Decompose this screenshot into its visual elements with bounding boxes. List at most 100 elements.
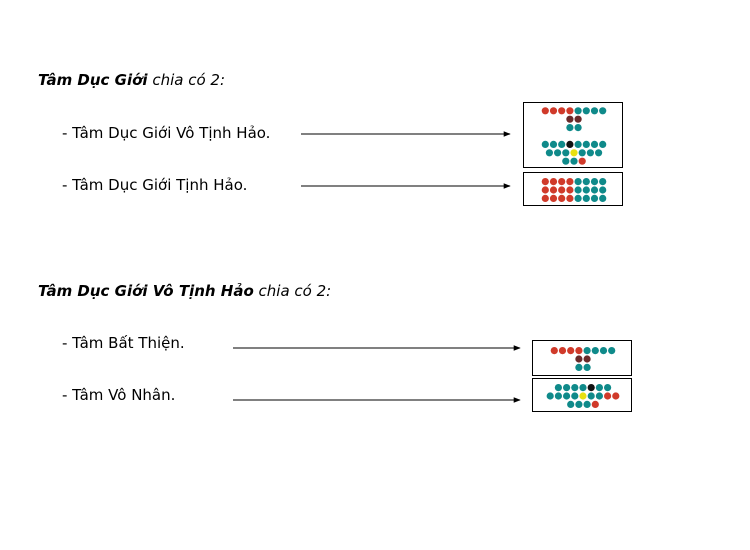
dot-red	[558, 347, 567, 355]
dot-teal	[554, 384, 562, 392]
dot-teal	[574, 140, 582, 148]
dot-teal	[574, 107, 582, 115]
section2-item-1: - Tâm Bất Thiện.	[62, 334, 185, 352]
dot-teal	[582, 194, 590, 202]
dot-box-4	[532, 378, 632, 412]
dot-teal	[575, 363, 583, 371]
dot-teal	[571, 384, 579, 392]
dot-teal	[595, 384, 603, 392]
dot-teal	[574, 178, 582, 186]
dot-dark	[583, 355, 591, 363]
dot-red	[549, 194, 558, 202]
dot-dark	[574, 115, 582, 123]
dot-teal	[554, 392, 562, 400]
dot-teal	[590, 194, 599, 202]
dot-teal	[549, 140, 558, 148]
dot-red	[612, 392, 620, 400]
dot-teal	[582, 107, 590, 115]
dot-grid-3	[550, 347, 616, 371]
dot-teal	[563, 392, 571, 400]
section1-item-2: - Tâm Dục Giới Tịnh Hảo.	[62, 176, 248, 194]
dot-teal	[567, 400, 575, 408]
dot-red	[578, 157, 586, 165]
section2-title-bold: Tâm Dục Giới Vô Tịnh Hảo	[38, 282, 254, 300]
dot-red	[541, 178, 549, 186]
dot-red	[575, 347, 583, 355]
section2-title-rest: chia có 2:	[253, 282, 332, 300]
dot-red	[566, 186, 574, 194]
dot-teal	[586, 149, 594, 157]
dot-black	[566, 140, 574, 148]
dot-red	[550, 347, 558, 355]
dot-teal	[583, 363, 591, 371]
dot-teal	[591, 347, 599, 355]
dot-red	[558, 107, 566, 115]
dot-teal	[541, 140, 549, 148]
dot-box-1	[523, 102, 623, 168]
dot-dark	[566, 115, 574, 123]
dot-red	[549, 178, 558, 186]
dot-red	[566, 107, 574, 115]
dot-teal	[583, 347, 591, 355]
dot-grid-2	[541, 178, 607, 202]
dot-red	[541, 194, 549, 202]
section2-title: Tâm Dục Giới Vô Tịnh Hảo chia có 2:	[38, 282, 331, 300]
dot-teal	[563, 384, 571, 392]
dot-teal	[599, 178, 607, 186]
dot-yellow	[579, 392, 587, 400]
dot-red	[566, 194, 574, 202]
dot-red	[549, 186, 558, 194]
dot-teal	[595, 392, 603, 400]
dot-teal	[574, 186, 582, 194]
dot-teal	[595, 149, 603, 157]
dot-teal	[574, 194, 582, 202]
dot-red	[541, 107, 549, 115]
dot-red	[567, 347, 575, 355]
dot-red	[591, 400, 599, 408]
dot-red	[558, 186, 566, 194]
dot-teal	[590, 186, 599, 194]
dot-teal	[604, 384, 612, 392]
dot-teal	[575, 400, 583, 408]
dot-teal	[558, 140, 566, 148]
dot-red	[549, 107, 558, 115]
dot-teal	[587, 392, 595, 400]
dot-teal	[590, 107, 599, 115]
dot-red	[541, 186, 549, 194]
dot-teal	[599, 107, 607, 115]
dot-teal	[566, 124, 574, 132]
dot-red	[566, 178, 574, 186]
dot-teal	[578, 149, 586, 157]
dot-box-3	[532, 340, 632, 376]
dot-teal	[579, 384, 587, 392]
dot-teal	[599, 194, 607, 202]
dot-box-2	[523, 172, 623, 206]
dot-red	[558, 178, 566, 186]
dot-teal	[574, 124, 582, 132]
dot-teal	[582, 186, 590, 194]
dot-red	[604, 392, 612, 400]
section1-title-rest: chia có 2:	[147, 71, 226, 89]
dot-teal	[582, 140, 590, 148]
dot-teal	[599, 186, 607, 194]
dot-teal	[599, 347, 608, 355]
dot-black	[587, 384, 595, 392]
dot-yellow	[570, 149, 578, 157]
dot-grid-4	[546, 384, 620, 408]
dot-teal	[562, 149, 570, 157]
dot-teal	[608, 347, 616, 355]
dot-teal	[599, 140, 607, 148]
dot-teal	[590, 140, 599, 148]
dot-teal	[582, 178, 590, 186]
dot-teal	[554, 149, 562, 157]
dot-teal	[570, 157, 578, 165]
section2-item-2: - Tâm Vô Nhân.	[62, 386, 176, 404]
dot-teal	[590, 178, 599, 186]
dot-teal	[545, 149, 553, 157]
section1-title-bold: Tâm Dục Giới	[38, 71, 148, 89]
dot-grid-1	[541, 107, 607, 165]
dot-dark	[575, 355, 583, 363]
section1-item-1: - Tâm Dục Giới Vô Tịnh Hảo.	[62, 124, 271, 142]
dot-teal	[583, 400, 591, 408]
